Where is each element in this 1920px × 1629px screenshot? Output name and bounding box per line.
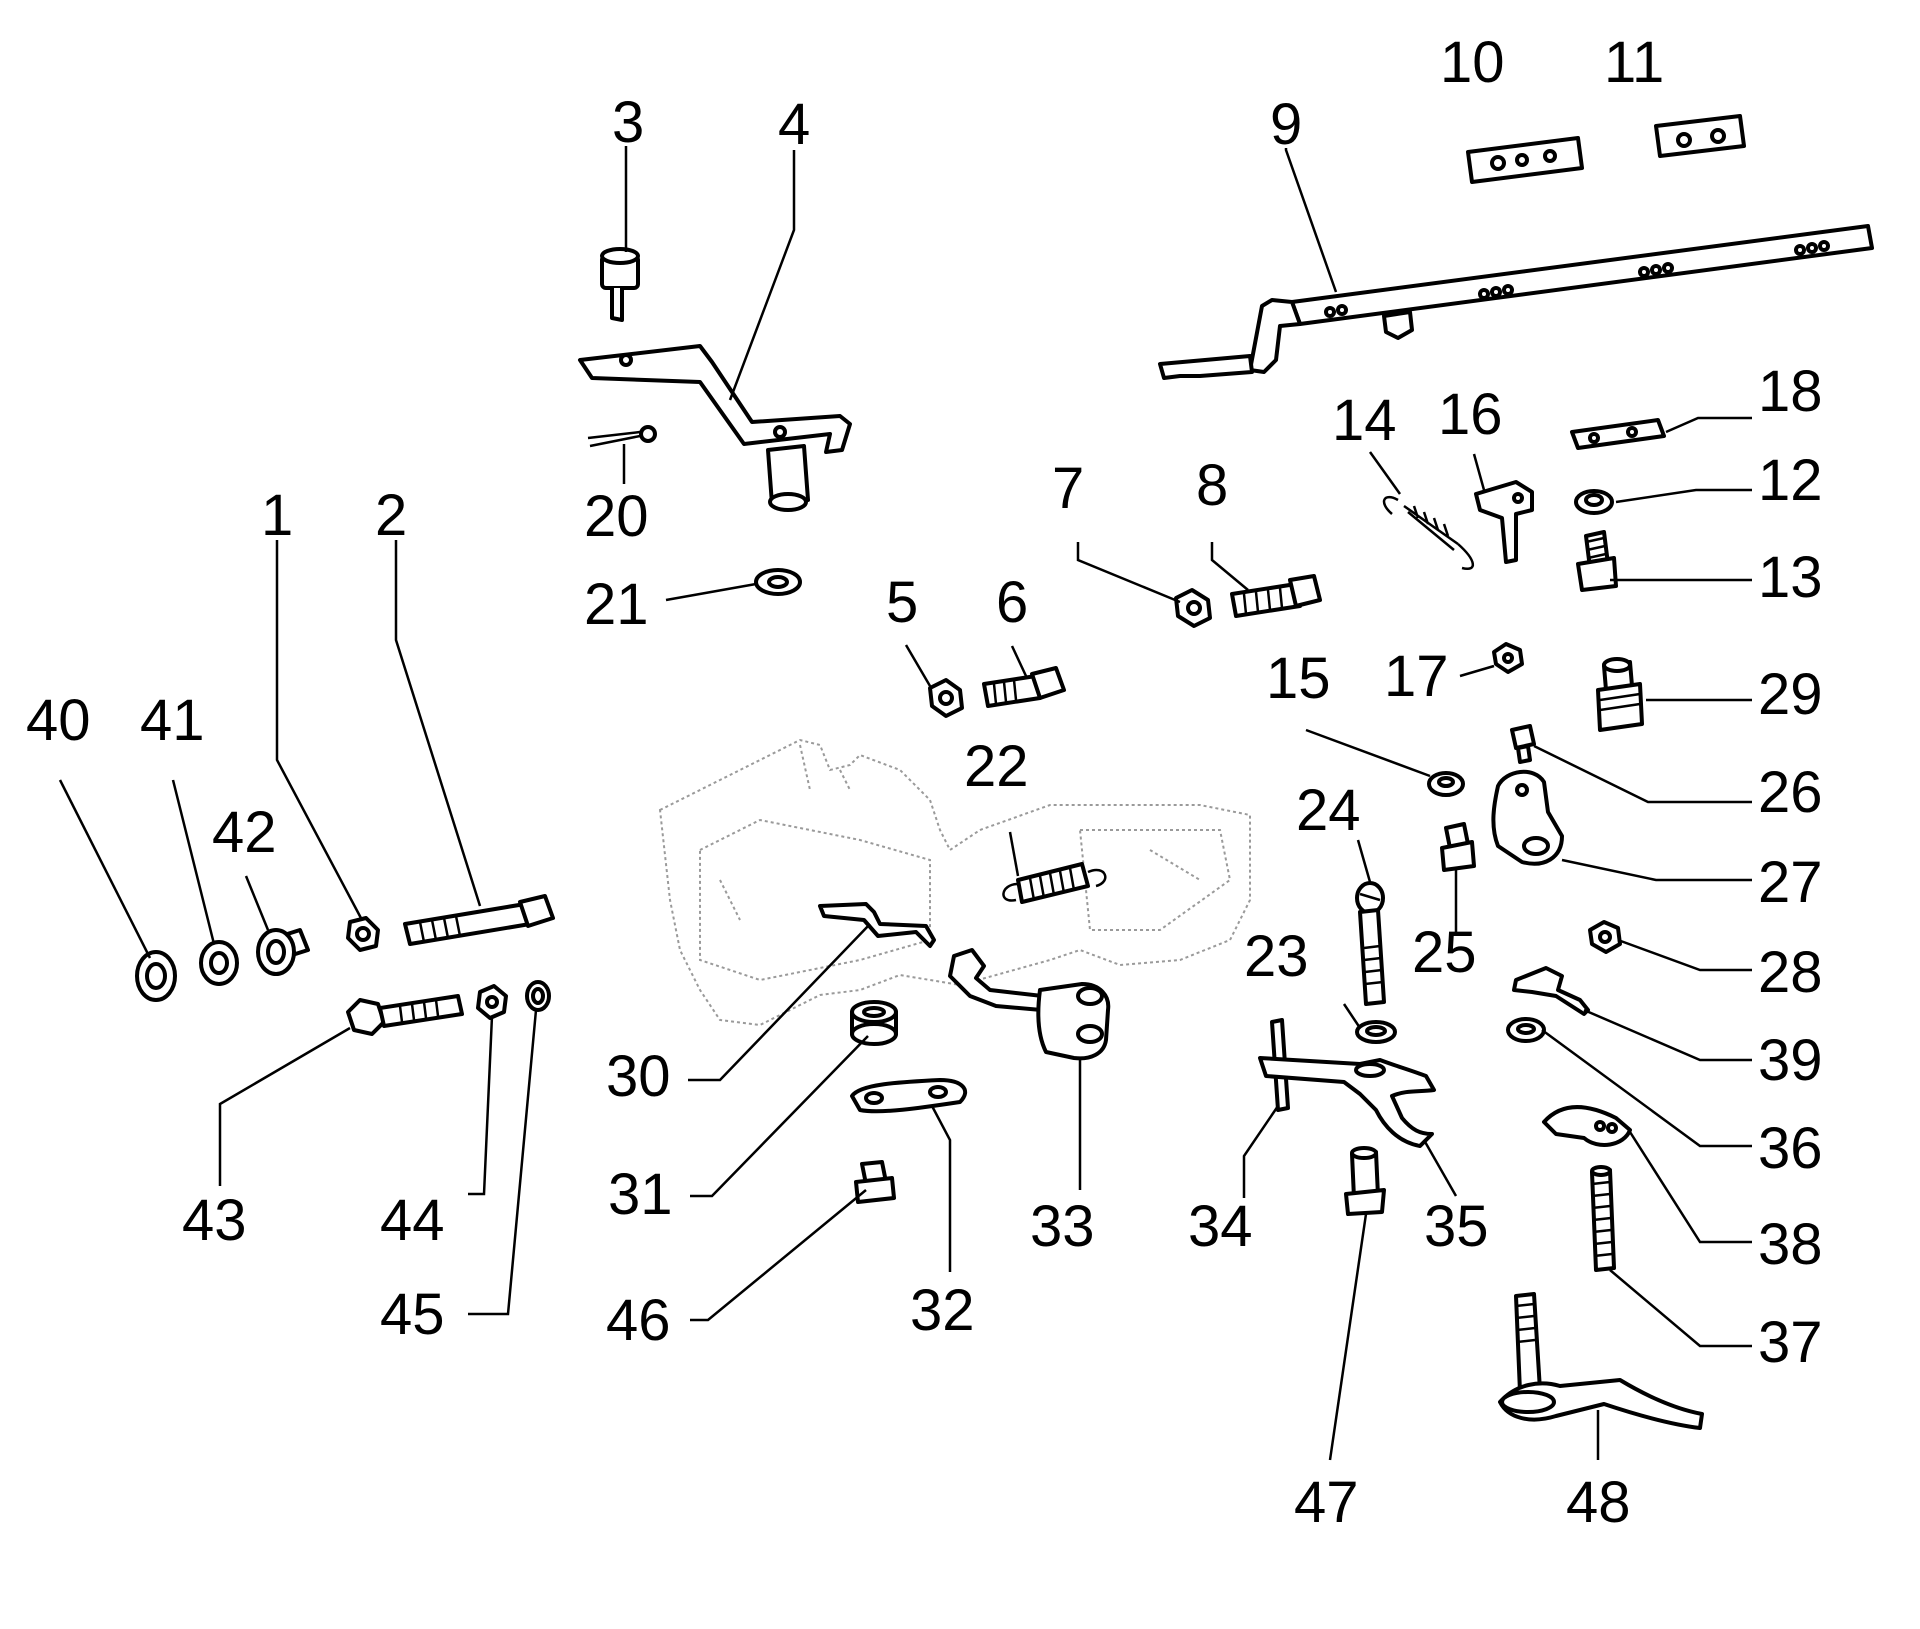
part-20-cotter-pin xyxy=(587,425,657,448)
callout-48: 48 xyxy=(1566,1470,1631,1535)
part-1-nut xyxy=(346,916,380,952)
part-4-bracket xyxy=(578,344,852,512)
callout-36: 36 xyxy=(1758,1116,1823,1181)
part-6-screw xyxy=(982,666,1066,708)
callout-30: 30 xyxy=(606,1044,671,1109)
part-48-lever xyxy=(1498,1292,1704,1430)
callout-2: 2 xyxy=(375,483,407,548)
callout-16: 16 xyxy=(1438,382,1503,447)
callout-labels: 1 2 3 4 5 6 7 8 9 10 11 12 13 14 15 16 1… xyxy=(26,30,1823,1535)
callout-38: 38 xyxy=(1758,1212,1823,1277)
callout-42: 42 xyxy=(212,800,277,865)
callout-20: 20 xyxy=(584,484,649,549)
callout-27: 27 xyxy=(1758,850,1823,915)
part-26-screw xyxy=(1510,724,1536,764)
callout-4: 4 xyxy=(778,92,810,157)
part-29-plug xyxy=(1596,657,1644,732)
part-36-ring xyxy=(1506,1017,1546,1043)
callout-32: 32 xyxy=(910,1278,975,1343)
part-13-screw xyxy=(1576,530,1618,592)
part-32-link-plate xyxy=(850,1078,968,1114)
callout-33: 33 xyxy=(1030,1194,1095,1259)
callout-5: 5 xyxy=(886,570,918,635)
part-21-washer xyxy=(754,568,802,596)
callout-11: 11 xyxy=(1604,30,1664,95)
callout-9: 9 xyxy=(1270,92,1302,157)
callout-17: 17 xyxy=(1384,644,1449,709)
callout-29: 29 xyxy=(1758,662,1823,727)
part-23-washer xyxy=(1355,1020,1397,1044)
part-47-pin xyxy=(1344,1146,1386,1216)
part-44-nut xyxy=(476,984,508,1020)
callout-6: 6 xyxy=(996,570,1028,635)
callout-12: 12 xyxy=(1758,448,1823,513)
part-2-bolt xyxy=(403,894,555,946)
callout-15: 15 xyxy=(1266,646,1331,711)
callout-28: 28 xyxy=(1758,940,1823,1005)
part-45-washer xyxy=(525,980,551,1012)
part-46-bolt xyxy=(854,1160,896,1204)
part-3-pin xyxy=(600,247,640,322)
callout-24: 24 xyxy=(1296,778,1361,843)
callout-31: 31 xyxy=(608,1162,673,1227)
part-24-long-screw xyxy=(1355,881,1386,1006)
part-22-spring xyxy=(1002,862,1107,904)
part-31-bushing xyxy=(850,1000,898,1046)
callout-7: 7 xyxy=(1052,456,1084,521)
part-25-screw xyxy=(1440,822,1476,872)
part-11-plate xyxy=(1654,114,1746,158)
part-41-washer xyxy=(199,940,239,986)
callout-41: 41 xyxy=(140,688,205,753)
part-7-nut xyxy=(1174,588,1212,628)
part-12-washer xyxy=(1574,489,1614,515)
callout-39: 39 xyxy=(1758,1028,1823,1093)
part-28-nut xyxy=(1588,920,1622,954)
callout-18: 18 xyxy=(1758,359,1823,424)
callout-34: 34 xyxy=(1188,1194,1253,1259)
part-18-plate xyxy=(1570,418,1666,450)
callout-21: 21 xyxy=(584,572,649,637)
callout-13: 13 xyxy=(1758,545,1823,610)
part-39-clip xyxy=(1512,966,1590,1016)
callout-26: 26 xyxy=(1758,760,1823,825)
callout-35: 35 xyxy=(1424,1194,1489,1259)
part-35-fork-lever xyxy=(1258,1056,1436,1148)
part-42-bushing xyxy=(256,928,310,976)
part-10-plate xyxy=(1466,136,1584,184)
callout-43: 43 xyxy=(182,1188,247,1253)
callout-8: 8 xyxy=(1196,453,1228,518)
part-9-rail xyxy=(1158,224,1874,380)
housing-sketch xyxy=(658,738,1251,1027)
callout-47: 47 xyxy=(1294,1470,1359,1535)
leader-lines xyxy=(58,146,1752,1461)
part-43-bolt xyxy=(346,994,464,1036)
part-40-ring xyxy=(135,950,177,1002)
part-37-stud xyxy=(1590,1165,1616,1272)
part-38-camplate xyxy=(1542,1105,1632,1147)
callout-10: 10 xyxy=(1440,30,1505,95)
part-27-cam xyxy=(1491,769,1564,866)
callout-22: 22 xyxy=(964,734,1029,799)
callout-25: 25 xyxy=(1412,920,1477,985)
callout-23: 23 xyxy=(1244,924,1309,989)
part-17-nut xyxy=(1492,642,1524,674)
part-30-clip xyxy=(818,902,936,948)
part-14-spring xyxy=(1382,495,1474,571)
part-15-washer xyxy=(1427,771,1465,797)
callout-1: 1 xyxy=(261,483,293,548)
callout-37: 37 xyxy=(1758,1310,1823,1375)
part-8-screw xyxy=(1230,574,1322,618)
part-33-yoke xyxy=(948,948,1111,1061)
callout-44: 44 xyxy=(380,1188,445,1253)
callout-45: 45 xyxy=(380,1282,445,1347)
callout-40: 40 xyxy=(26,688,91,753)
part-16-lever xyxy=(1474,480,1534,564)
part-5-nut xyxy=(928,678,964,718)
callout-14: 14 xyxy=(1332,388,1397,453)
callout-3: 3 xyxy=(612,90,644,155)
callout-46: 46 xyxy=(606,1288,671,1353)
